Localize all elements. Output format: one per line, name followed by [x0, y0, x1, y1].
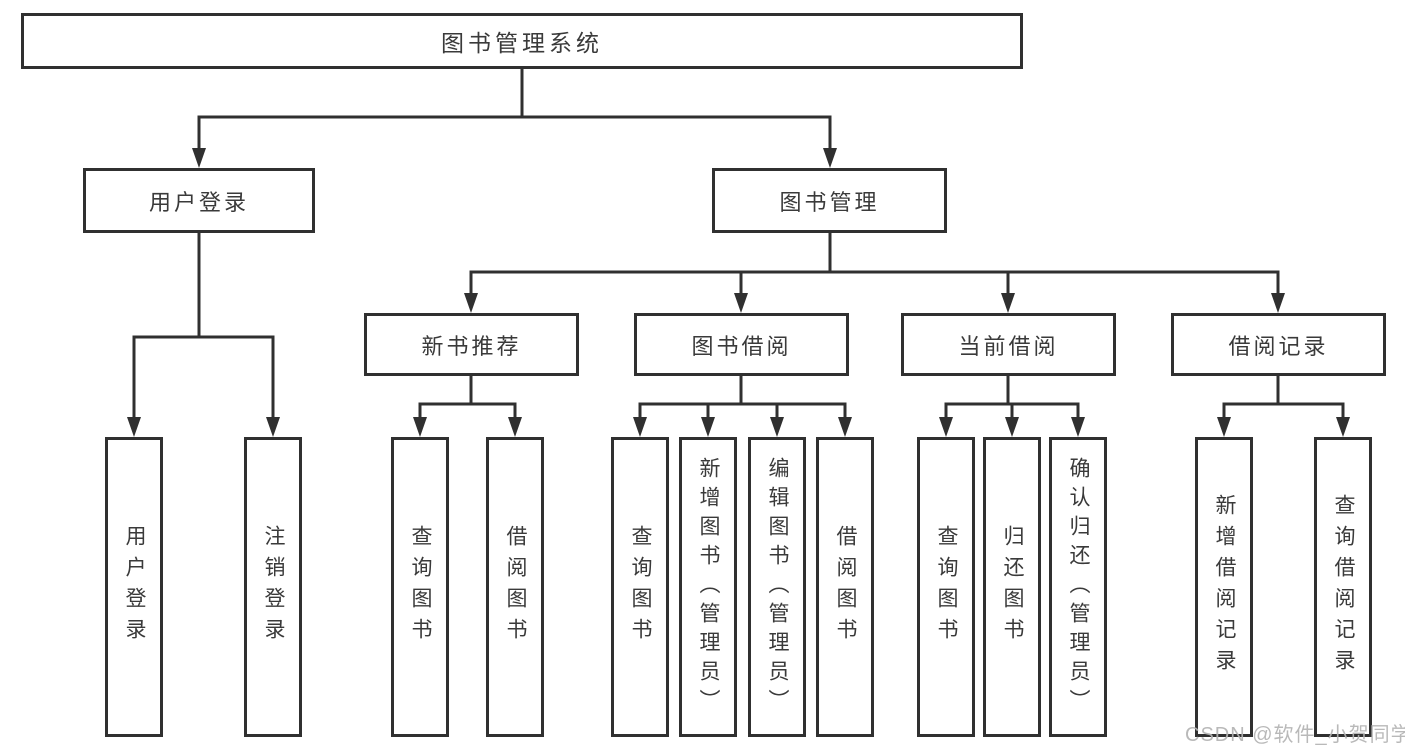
- leaf-borrow-borrow-books: 借阅图书: [816, 437, 874, 737]
- node-user-login: 用户登录: [83, 168, 315, 233]
- leaf-borrow-add-books-admin-label: 新增图书（管理员）: [697, 456, 720, 718]
- leaf-borrow-edit-books-admin: 编辑图书（管理员）: [748, 437, 806, 737]
- csdn-watermark: CSDN @软件_小贺同学: [1185, 724, 1405, 746]
- node-root: 图书管理系统: [21, 13, 1023, 69]
- leaf-current-return-books-label: 归还图书: [1001, 525, 1024, 649]
- leaf-user-login: 用户登录: [105, 437, 163, 737]
- node-user-login-label: 用户登录: [148, 189, 249, 215]
- node-current-borrow: 当前借阅: [901, 313, 1116, 376]
- node-book-mgmt-label: 图书管理: [779, 189, 880, 215]
- leaf-borrow-add-books-admin: 新增图书（管理员）: [679, 437, 737, 737]
- leaf-current-confirm-return-admin: 确认归还（管理员）: [1049, 437, 1107, 737]
- leaf-newbook-query-books-label: 查询图书: [409, 525, 432, 649]
- node-borrow-records-label: 借阅记录: [1228, 333, 1329, 359]
- leaf-current-return-books: 归还图书: [983, 437, 1041, 737]
- leaf-records-add-record: 新增借阅记录: [1195, 437, 1253, 737]
- node-root-label: 图书管理系统: [441, 30, 603, 56]
- leaf-user-login-label: 用户登录: [123, 525, 146, 649]
- node-book-borrow-label: 图书借阅: [691, 333, 792, 359]
- leaf-borrow-edit-books-admin-label: 编辑图书（管理员）: [766, 456, 789, 718]
- leaf-current-confirm-return-admin-label: 确认归还（管理员）: [1067, 456, 1090, 718]
- leaf-newbook-borrow-books-label: 借阅图书: [504, 525, 527, 649]
- leaf-borrow-borrow-books-label: 借阅图书: [834, 525, 857, 649]
- leaf-newbook-query-books: 查询图书: [391, 437, 449, 737]
- node-new-book-recommend: 新书推荐: [364, 313, 579, 376]
- leaf-borrow-query-books: 查询图书: [611, 437, 669, 737]
- leaf-newbook-borrow-books: 借阅图书: [486, 437, 544, 737]
- node-book-mgmt: 图书管理: [712, 168, 947, 233]
- leaf-records-query-record: 查询借阅记录: [1314, 437, 1372, 737]
- leaf-logout: 注销登录: [244, 437, 302, 737]
- leaf-current-query-books: 查询图书: [917, 437, 975, 737]
- node-new-book-recommend-label: 新书推荐: [421, 333, 522, 359]
- node-book-borrow: 图书借阅: [634, 313, 849, 376]
- node-borrow-records: 借阅记录: [1171, 313, 1386, 376]
- node-current-borrow-label: 当前借阅: [958, 333, 1059, 359]
- leaf-borrow-query-books-label: 查询图书: [629, 525, 652, 649]
- leaf-logout-label: 注销登录: [262, 525, 285, 649]
- leaf-current-query-books-label: 查询图书: [935, 525, 958, 649]
- leaf-records-query-record-label: 查询借阅记录: [1332, 494, 1355, 680]
- leaf-records-add-record-label: 新增借阅记录: [1213, 494, 1236, 680]
